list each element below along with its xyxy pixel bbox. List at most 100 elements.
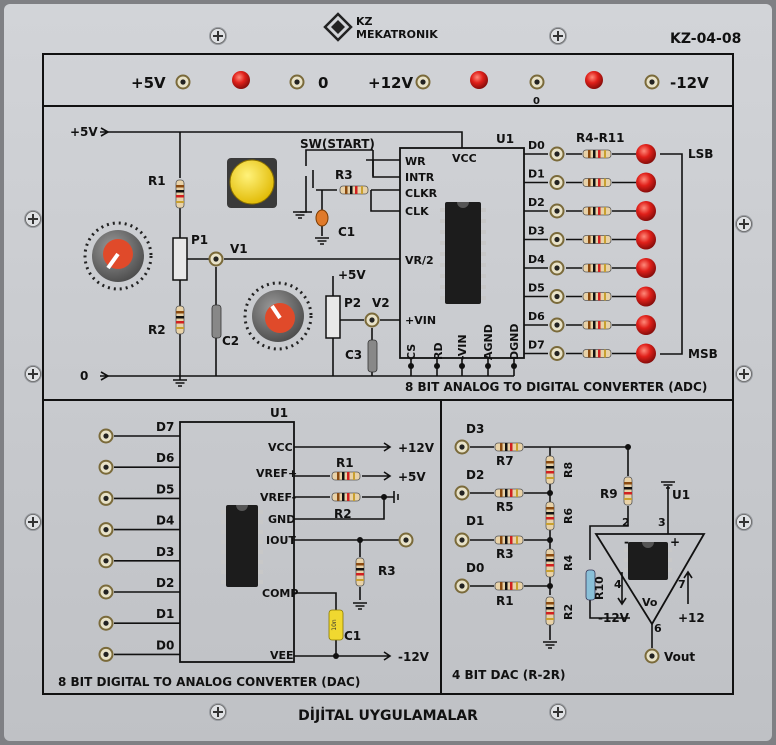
jack-plus5v[interactable] <box>175 74 191 90</box>
dac4-r1 <box>494 581 524 591</box>
adc-msb-label: MSB <box>688 347 718 361</box>
dac8-r3 <box>355 557 365 587</box>
adc-pin-wr: WR <box>405 155 426 168</box>
dac8-pin-comp: COMP <box>262 587 298 600</box>
adc-led-resistor <box>582 320 612 330</box>
dac4-opamp <box>594 533 706 626</box>
jack-adc-d4[interactable] <box>549 260 565 276</box>
adc-p2-supply: +5V <box>338 268 366 282</box>
dac4-r2 <box>545 596 555 626</box>
adc-led-resistor <box>582 292 612 301</box>
adc-led-d2 <box>636 201 656 221</box>
jack-adc-d2[interactable] <box>549 203 565 219</box>
jack-dac4-vout[interactable] <box>644 648 660 664</box>
dac8-vcc-rail: +12V <box>398 441 435 455</box>
jack-adc-d5[interactable] <box>549 289 565 304</box>
dac8-r3-label: R3 <box>378 564 396 578</box>
jack-adc-d3[interactable] <box>549 232 565 247</box>
adc-section: +5V R1 P1 R2 V1 C2 SW(START) <box>70 125 718 394</box>
screw-icon <box>734 214 754 234</box>
dac8-c1 <box>328 609 344 641</box>
dac4-r7 <box>494 442 524 452</box>
dac8-r1 <box>331 471 361 481</box>
adc-led-d7 <box>636 343 656 364</box>
adc-pin-vcc: VCC <box>452 152 477 165</box>
dac8-pin-vcc: VCC <box>268 441 293 454</box>
jack-v2[interactable] <box>364 312 380 328</box>
start-button[interactable] <box>227 158 277 208</box>
adc-data-line-label: D7 <box>528 339 545 352</box>
dac4-u1-label: U1 <box>672 488 690 502</box>
jack-dac8-d7[interactable] <box>98 428 114 444</box>
jack-adc-d0[interactable] <box>549 146 565 162</box>
label-zero-b: 0 <box>533 96 540 107</box>
jack-v1[interactable] <box>208 251 224 267</box>
adc-knob-p1[interactable] <box>83 221 153 291</box>
adc-r2 <box>175 305 185 335</box>
jack-dac8-d2[interactable] <box>98 584 114 600</box>
adc-pin-rd: RD <box>432 342 445 360</box>
adc-led-d4 <box>636 258 656 278</box>
adc-led-resistor <box>582 349 612 358</box>
adc-led-resistor <box>582 235 612 244</box>
adc-r3-label: R3 <box>335 168 353 182</box>
jack-dac8-d0[interactable] <box>98 646 114 662</box>
adc-p1-body <box>172 237 188 281</box>
model-number: KZ-04-08 <box>670 31 741 47</box>
adc-r1 <box>175 179 185 209</box>
dac4-r6-label: R6 <box>562 508 575 524</box>
label-plus12v: +12V <box>368 74 413 92</box>
label-zero-a: 0 <box>318 74 328 92</box>
dac4-pin6: 6 <box>654 622 662 635</box>
screw-icon <box>23 209 43 229</box>
jack-plus12v[interactable] <box>415 74 431 90</box>
adc-led-resistor <box>582 263 612 273</box>
jack-dac4-d3[interactable] <box>454 439 470 455</box>
adc-led-d3 <box>636 229 656 250</box>
jack-dac8-iout[interactable] <box>398 532 414 548</box>
dac8-input-label: D5 <box>156 482 174 496</box>
screw-icon <box>548 702 568 722</box>
jack-gnd-a[interactable] <box>289 74 305 90</box>
adc-r2-label: R2 <box>148 323 166 337</box>
adc-pin-clkr: CLKR <box>405 187 438 200</box>
dac8-r1-label: R1 <box>336 456 354 470</box>
dac8-input-label: D7 <box>156 420 174 434</box>
jack-dac8-d6[interactable] <box>98 459 114 475</box>
dac4-r1-label: R1 <box>496 594 514 608</box>
brand-logo <box>323 12 353 42</box>
jack-dac4-d0[interactable] <box>454 578 470 594</box>
dac4-r6 <box>545 501 555 531</box>
dac4-pin2: 2 <box>622 516 630 529</box>
jack-gnd-b[interactable] <box>529 74 545 90</box>
adc-title: 8 BIT ANALOG TO DIGITAL CONVERTER (ADC) <box>405 380 707 394</box>
adc-knob-p2[interactable] <box>243 281 313 351</box>
dac4-r8 <box>545 455 555 485</box>
dac4-pos-rail: +12 <box>678 611 705 625</box>
dac4-r3 <box>494 535 524 545</box>
adc-pin-clk: CLK <box>405 205 429 218</box>
jack-adc-d6[interactable] <box>549 317 565 333</box>
dac4-r7-label: R7 <box>496 454 514 468</box>
dac4-title: 4 BIT DAC (R-2R) <box>452 668 566 682</box>
dac8-input-label: D4 <box>156 514 174 528</box>
dac8-pin-vref-plus: VREF+ <box>256 467 297 480</box>
jack-adc-d7[interactable] <box>549 346 565 361</box>
jack-dac8-d5[interactable] <box>98 490 114 506</box>
adc-c2-label: C2 <box>222 334 239 348</box>
dac4-r2-label: R2 <box>562 604 575 620</box>
dac8-pin-vee: VEE <box>270 649 294 662</box>
dac4-vout-label: Vout <box>664 650 695 664</box>
jack-dac8-d1[interactable] <box>98 615 114 631</box>
jack-dac8-d3[interactable] <box>98 553 114 569</box>
dac4-r5-label: R5 <box>496 500 514 514</box>
dac4-r5 <box>494 488 524 498</box>
jack-dac8-d4[interactable] <box>98 522 114 538</box>
front-plate <box>4 4 772 741</box>
jack-dac4-d1[interactable] <box>454 532 470 548</box>
jack-adc-d1[interactable] <box>549 175 565 190</box>
jack-dac4-d2[interactable] <box>454 485 470 501</box>
jack-minus12v[interactable] <box>644 74 660 90</box>
